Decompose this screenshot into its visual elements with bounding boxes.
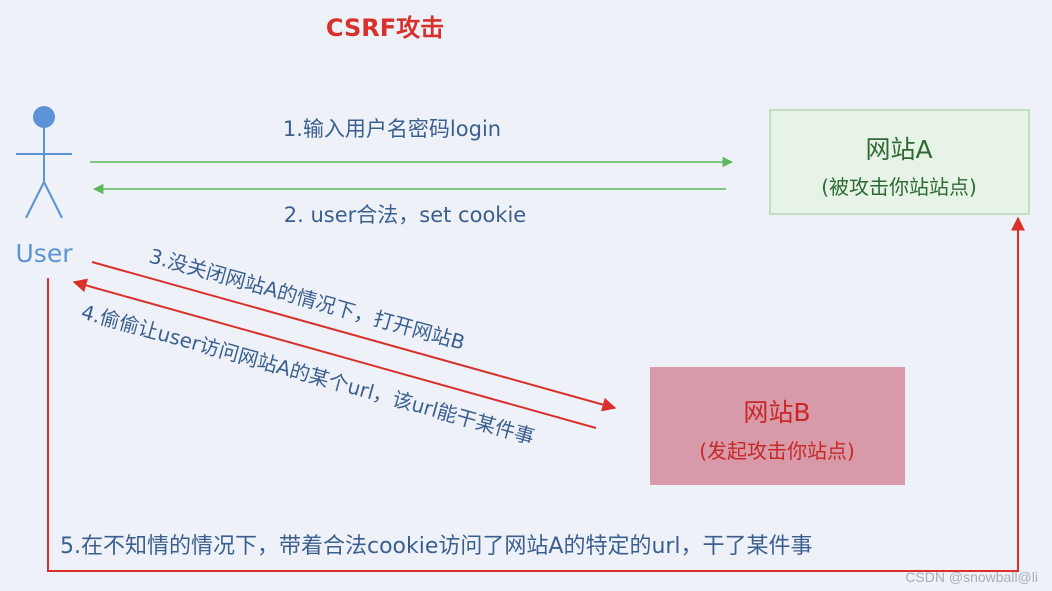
- site-a-subtitle: (被攻击你站站点): [821, 175, 977, 199]
- step5-arrow: [47, 216, 1025, 572]
- step5-label: 5.在不知情的情况下，带着合法cookie访问了网站A的特定的url，干了某件事: [60, 534, 813, 559]
- step4-arrow: [72, 278, 597, 429]
- watermark: CSDN @snowball@li: [905, 569, 1038, 585]
- diagram-title: CSRF攻击: [326, 14, 444, 42]
- site-a-box: [769, 109, 1030, 215]
- site-b-box: [650, 367, 905, 485]
- site-b-name: 网站B: [743, 398, 810, 427]
- site-a-name: 网站A: [865, 135, 932, 164]
- step2-label: 2. user合法，set cookie: [284, 203, 526, 227]
- site-b-subtitle: (发起攻击你站点): [699, 439, 855, 463]
- user-icon: [16, 106, 72, 219]
- user-label: User: [16, 239, 74, 268]
- step3-arrow: [91, 261, 617, 412]
- step1-label: 1.输入用户名密码login: [283, 117, 501, 141]
